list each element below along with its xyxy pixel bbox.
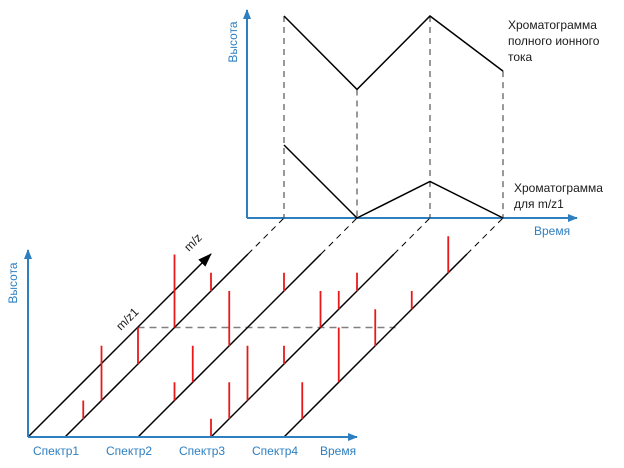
spectrum-projection-4 bbox=[466, 217, 504, 255]
spectrum-label-1: Спектр1 bbox=[33, 444, 79, 458]
spectra-chart: Высота Время m/z m/z1 Спектр1 Спектр2 Сп… bbox=[6, 217, 504, 458]
tic-label: Хроматограмма полного ионного тока bbox=[508, 18, 603, 64]
spectrum-projection-2 bbox=[320, 217, 358, 255]
spectrum-label-2: Спектр2 bbox=[106, 444, 152, 458]
spectrum-label-4: Спектр4 bbox=[252, 444, 298, 458]
top-chromatogram-chart: Высота Время Хроматограмма полного ионно… bbox=[226, 9, 606, 238]
spectrum-baseline-1 bbox=[64, 253, 249, 438]
spectrum-label-3: Спектр3 bbox=[179, 444, 225, 458]
top-y-axis-label: Высота bbox=[226, 21, 240, 63]
mz-axis-label: m/z bbox=[181, 231, 205, 255]
tic-line bbox=[283, 15, 504, 91]
mz-axis bbox=[27, 253, 212, 438]
xic-line bbox=[283, 144, 504, 219]
bottom-x-axis-label: Время bbox=[320, 444, 356, 458]
xic-label: Хроматограмма для m/z1 bbox=[514, 181, 606, 211]
spectrum-projection-3 bbox=[393, 217, 431, 255]
spectrum-projection-1 bbox=[247, 217, 285, 255]
spectrum-baseline-3 bbox=[210, 253, 395, 438]
top-x-axis-label: Время bbox=[534, 224, 570, 238]
bottom-y-axis-label: Высота bbox=[6, 262, 20, 304]
